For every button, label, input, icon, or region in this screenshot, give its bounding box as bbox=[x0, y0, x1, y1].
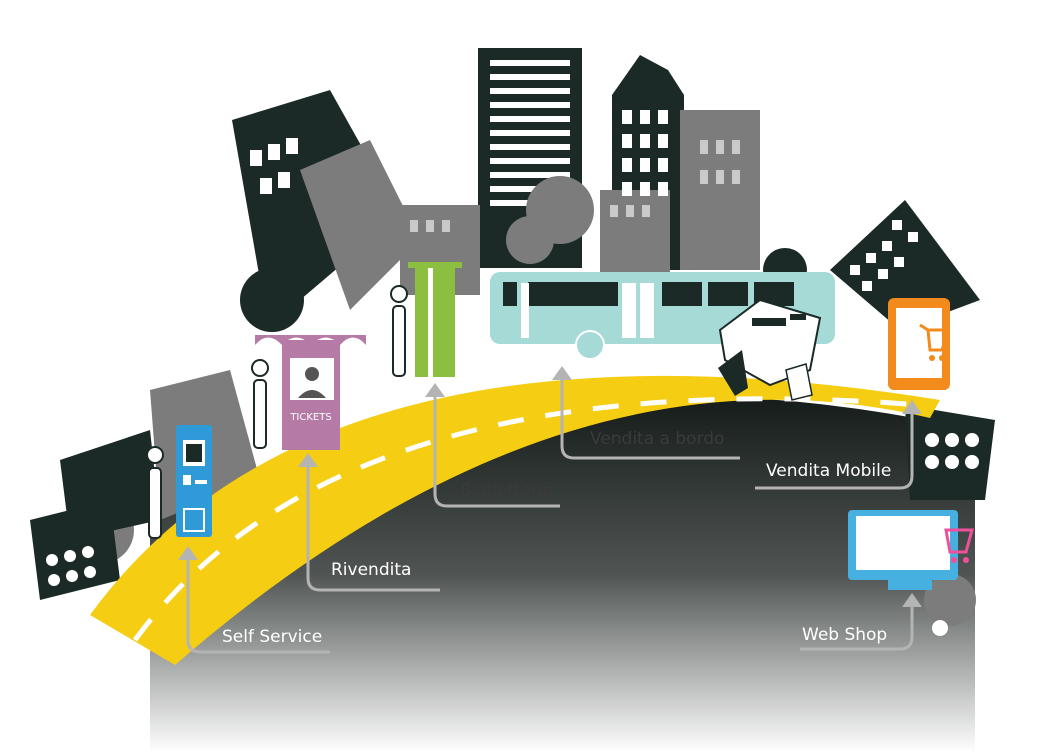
callout-lines bbox=[186, 378, 914, 654]
label-vendita-mobile: Vendita Mobile bbox=[766, 461, 891, 481]
tower-gray-left bbox=[300, 140, 420, 310]
web-shop-monitor-icon bbox=[848, 510, 974, 590]
label-rivendita: Rivendita bbox=[331, 560, 411, 580]
mobile-phone-icon bbox=[888, 298, 951, 390]
tower-gray-right bbox=[680, 110, 760, 270]
building-windows bbox=[250, 60, 918, 291]
arrow-biglietteria bbox=[433, 395, 560, 508]
label-vendita-a-bordo: Vendita a bordo bbox=[590, 429, 724, 449]
kiosk-sign: TICKETS bbox=[289, 412, 331, 423]
arrow-rivendita bbox=[306, 465, 440, 592]
self-service-machine-icon bbox=[176, 425, 212, 537]
arrow-vendita-a-bordo bbox=[560, 378, 740, 460]
arrow-web-shop bbox=[800, 605, 914, 651]
gray-building-windows bbox=[410, 140, 740, 232]
arrow-heads bbox=[178, 366, 922, 607]
building-gray-center bbox=[600, 190, 670, 280]
tower-right-roof bbox=[612, 55, 684, 95]
arrow-vendita-mobile bbox=[755, 412, 914, 490]
label-self-service: Self Service bbox=[222, 627, 322, 647]
tower-right-tilted bbox=[830, 200, 980, 330]
buildings-right bbox=[905, 405, 995, 636]
person-icon bbox=[390, 285, 408, 377]
people bbox=[146, 285, 408, 539]
biglietteria-booth-icon bbox=[408, 262, 462, 377]
person-icon bbox=[251, 359, 269, 449]
label-web-shop: Web Shop bbox=[802, 625, 887, 645]
road-center-dashes bbox=[132, 396, 921, 642]
label-biglietteria: Biglietteria bbox=[460, 481, 553, 501]
arrow-self-service bbox=[186, 558, 330, 654]
person-icon bbox=[146, 446, 164, 539]
onboard-ticket-machine-icon bbox=[718, 298, 822, 401]
rivendita-kiosk-icon: TICKETS bbox=[255, 335, 366, 450]
